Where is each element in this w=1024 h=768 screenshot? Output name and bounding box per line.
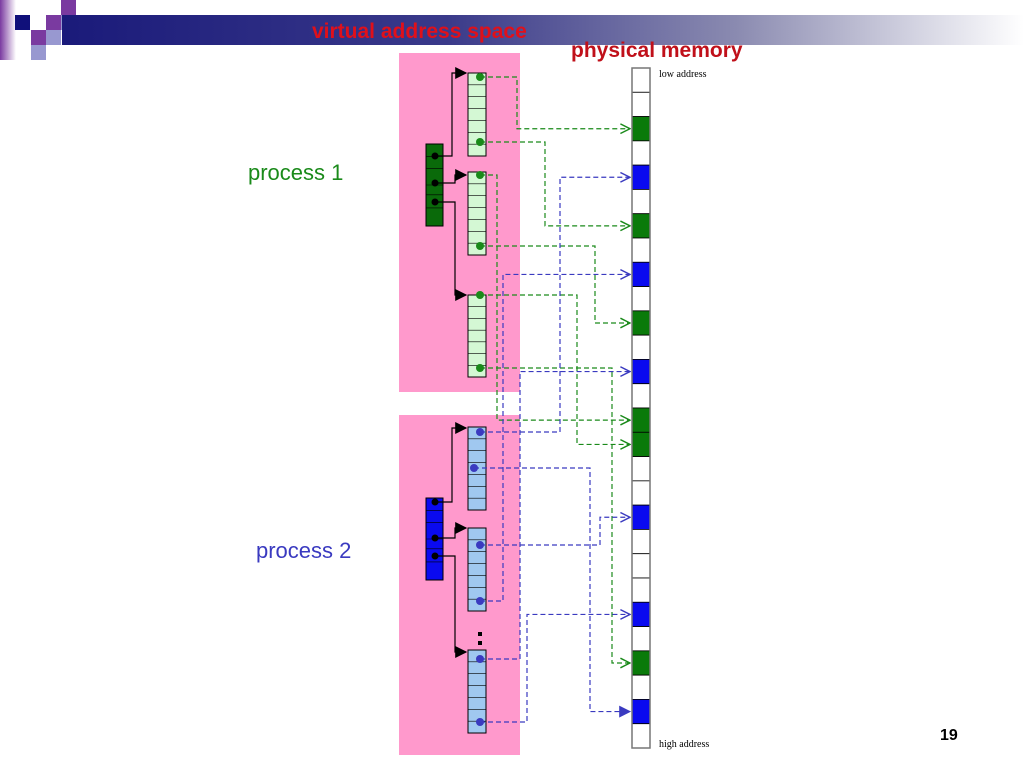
memory-cell: [631, 601, 651, 627]
mapping-arrow: [480, 245, 630, 323]
process-2-region: [399, 415, 520, 755]
memory-cell: [631, 67, 651, 93]
title-bar: [62, 15, 1024, 45]
mapping-arrow: [480, 174, 630, 420]
process-1-page: [467, 171, 487, 256]
memory-cell: [631, 164, 651, 190]
memory-cell: [631, 553, 651, 579]
mapping-arrow: [474, 467, 632, 718]
pointer-arrow: [435, 201, 468, 301]
mapping-arrow: [480, 274, 630, 602]
ellipsis-dot: [478, 641, 482, 645]
memory-cell: [631, 213, 651, 239]
mapping-arrow: [480, 76, 630, 129]
memory-cell: [631, 431, 651, 457]
memory-cell: [631, 237, 651, 263]
mapping-arrow: [480, 367, 630, 663]
process-1-page: [467, 72, 487, 157]
memory-cell: [631, 407, 651, 433]
memory-cell: [631, 383, 651, 409]
memory-cell: [631, 529, 651, 555]
mapping-arrow: [480, 294, 630, 444]
process-2-page: [467, 649, 487, 734]
pointer-arrow: [435, 522, 468, 539]
memory-cell: [631, 359, 651, 385]
mapping-arrow: [480, 372, 630, 660]
memory-cell: [631, 140, 651, 166]
pointer-arrow: [435, 67, 468, 157]
memory-cell: [631, 699, 651, 725]
physical-memory-title: physical memory: [571, 39, 743, 62]
memory-cell: [631, 334, 651, 360]
memory-cell: [631, 674, 651, 700]
memory-cell: [631, 626, 651, 652]
ellipsis-dot: [478, 632, 482, 636]
pointer-arrow: [435, 555, 468, 658]
process-2-label: process 2: [256, 538, 352, 563]
pointer-arrow: [435, 169, 468, 184]
memory-cell: [631, 577, 651, 603]
low-address-label: low address: [659, 69, 707, 80]
pointer-arrow: [435, 422, 468, 503]
memory-cell: [631, 723, 651, 749]
mapping-arrow: [480, 141, 630, 226]
mapping-arrow: [480, 517, 630, 546]
memory-cell: [631, 650, 651, 676]
memory-cell: [631, 456, 651, 482]
process-1-page: [467, 294, 487, 378]
high-address-label: high address: [659, 739, 710, 750]
memory-cell: [631, 480, 651, 506]
memory-cell: [631, 286, 651, 312]
memory-column: [631, 67, 651, 749]
process-2-page: [467, 527, 487, 612]
virtual-address-space-title: virtual address space: [312, 20, 527, 43]
page-number: 19: [940, 727, 958, 744]
process-1-label: process 1: [248, 160, 344, 185]
memory-cell: [631, 91, 651, 117]
memory-cell: [631, 310, 651, 336]
mapping-arrow: [480, 614, 630, 723]
process-1-region: [399, 53, 520, 392]
memory-cell: [631, 189, 651, 215]
memory-cell: [631, 116, 651, 142]
memory-cell: [631, 504, 651, 530]
memory-cell: [631, 261, 651, 287]
